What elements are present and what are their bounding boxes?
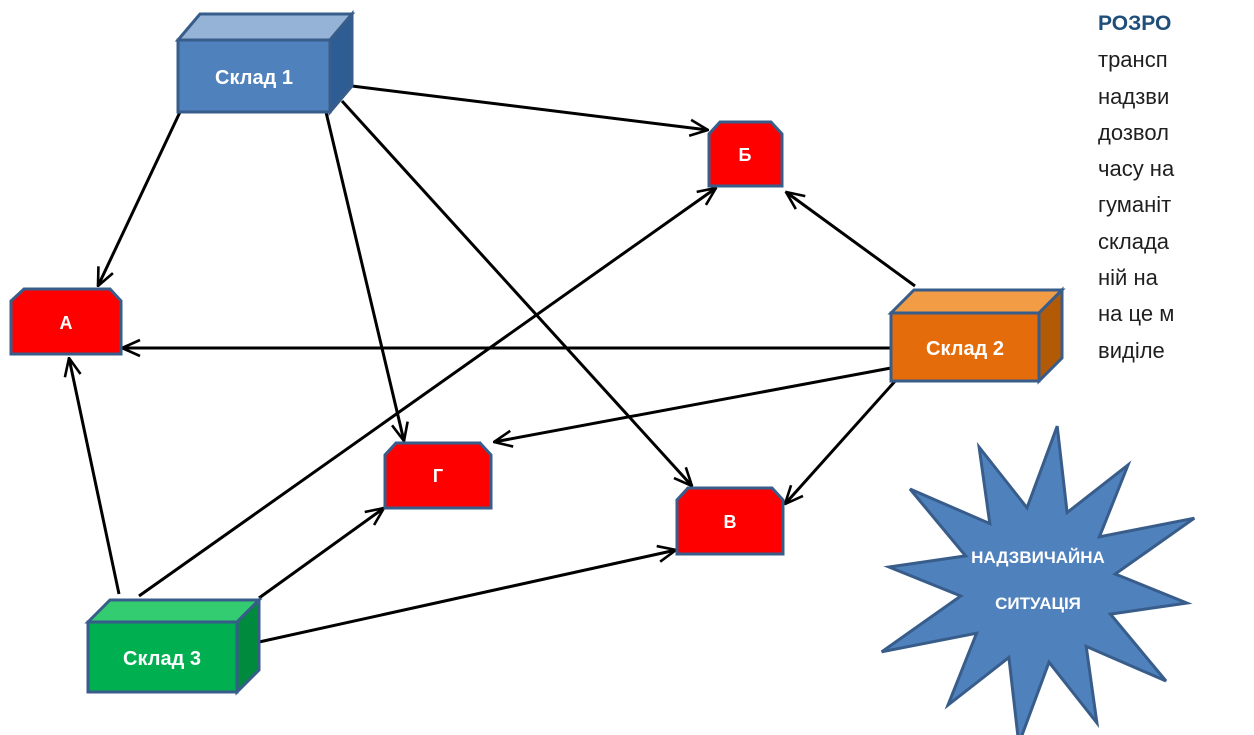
edge-w2-to-G bbox=[494, 366, 892, 442]
edge-w2-to-V bbox=[785, 377, 899, 504]
edge-w1-to-V bbox=[340, 99, 692, 486]
destination-b[interactable]: Б bbox=[707, 120, 784, 188]
side-line: надзви bbox=[1098, 83, 1170, 109]
destination-a-label: А bbox=[60, 313, 73, 333]
side-line: ній на bbox=[1098, 265, 1158, 291]
side-line: дозвол bbox=[1098, 119, 1169, 145]
destination-v-label: В bbox=[724, 512, 737, 532]
destination-v[interactable]: В bbox=[675, 486, 785, 556]
edge-w1-to-B bbox=[351, 84, 708, 130]
edge-w3-to-A bbox=[69, 358, 121, 595]
warehouse-1[interactable]: Склад 1 bbox=[174, 9, 356, 117]
emergency-label-line2: СИТУАЦІЯ bbox=[995, 594, 1081, 613]
edge-w1-to-G bbox=[324, 111, 404, 441]
side-line: на це м bbox=[1098, 301, 1175, 327]
destination-g-label: Г bbox=[433, 466, 443, 486]
edge-w2-to-B bbox=[786, 192, 916, 288]
edge-w3-to-V bbox=[258, 550, 676, 644]
warehouse-2-label: Склад 2 bbox=[926, 338, 1004, 360]
side-line: трансп bbox=[1098, 47, 1168, 73]
warehouse-2[interactable]: Склад 2 bbox=[887, 286, 1066, 385]
destination-g[interactable]: Г bbox=[383, 441, 493, 510]
edge-w1-to-A bbox=[98, 111, 182, 286]
side-line: виділе bbox=[1098, 337, 1165, 363]
warehouse-1-label: Склад 1 bbox=[215, 67, 293, 89]
warehouse-3[interactable]: Склад 3 bbox=[84, 596, 263, 696]
destination-b-label: Б bbox=[739, 145, 752, 165]
warehouse-3-label: Склад 3 bbox=[123, 648, 201, 670]
side-description: РОЗРО трансп надзви дозвол часу на гуман… bbox=[1098, 6, 1254, 369]
edge-w3-to-B bbox=[138, 188, 716, 598]
edges bbox=[69, 84, 916, 644]
side-line: часу на bbox=[1098, 156, 1175, 182]
side-line: гуманіт bbox=[1098, 192, 1172, 218]
side-line: склада bbox=[1098, 228, 1170, 254]
emergency-label-line1: НАДЗВИЧАЙНА bbox=[971, 548, 1105, 567]
emergency-star: НАДЗВИЧАЙНА СИТУАЦІЯ bbox=[880, 425, 1196, 735]
destination-a[interactable]: А bbox=[9, 287, 123, 356]
side-title: РОЗРО bbox=[1098, 12, 1172, 35]
edge-w3-to-G bbox=[258, 508, 384, 600]
